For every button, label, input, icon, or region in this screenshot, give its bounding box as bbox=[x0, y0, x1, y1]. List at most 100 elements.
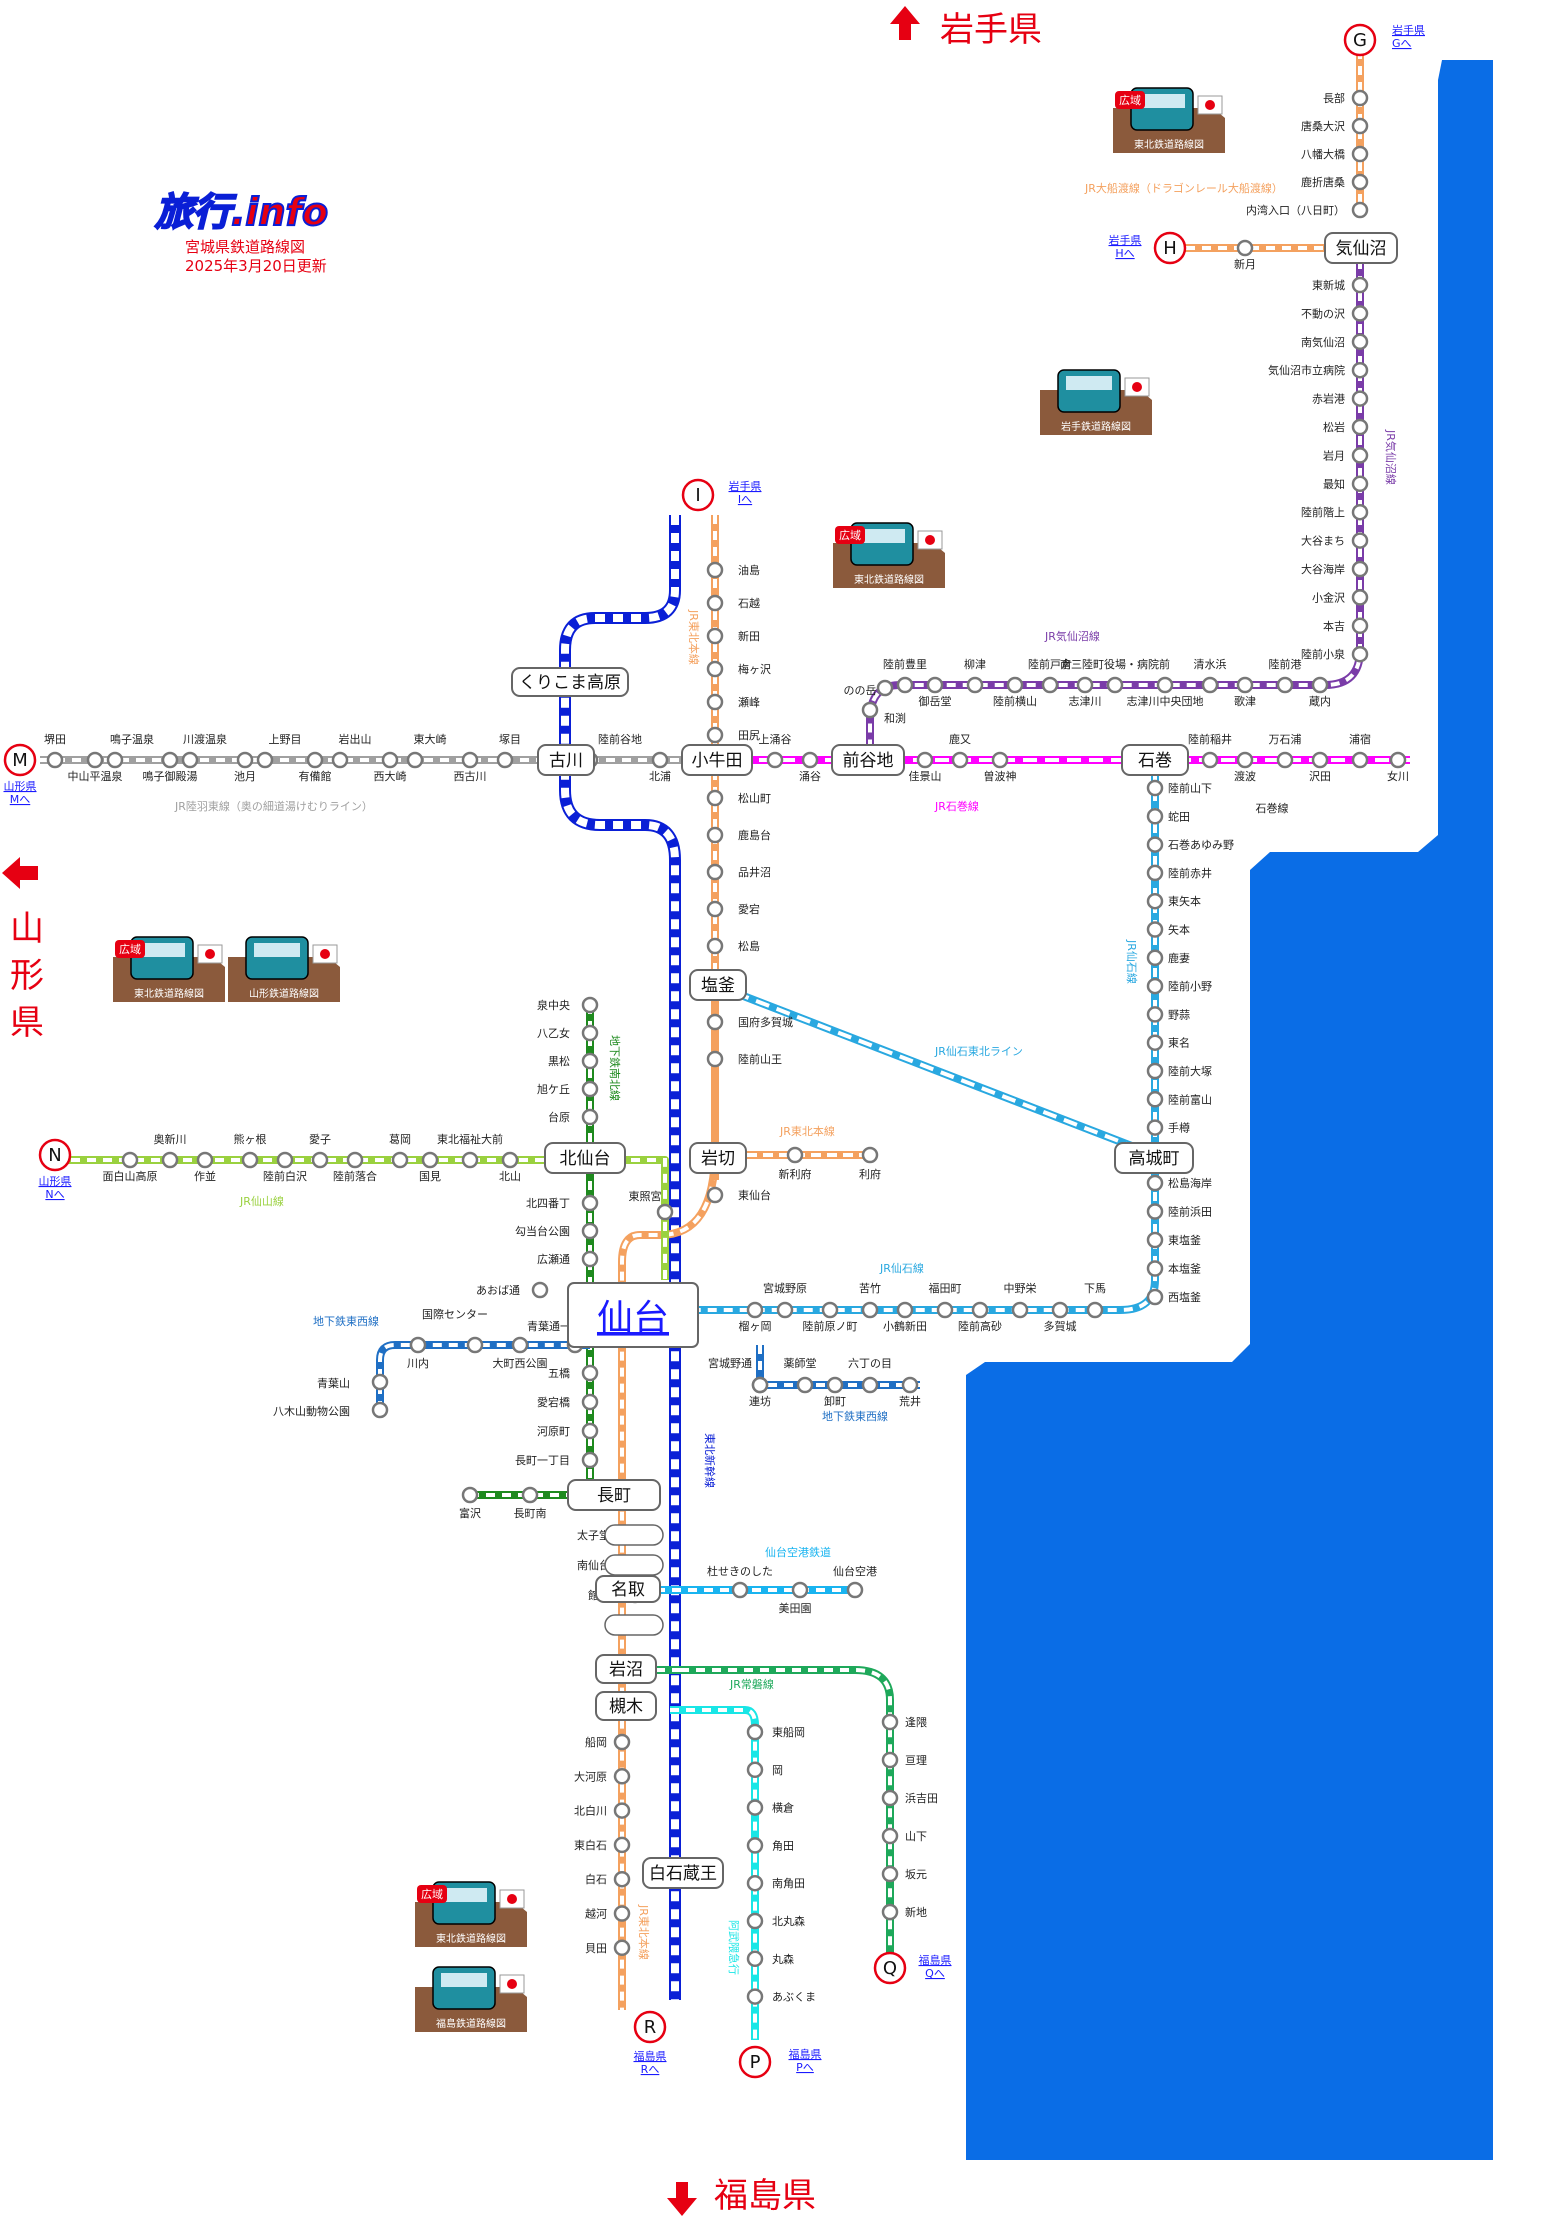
rikuu-b-st-1[interactable] bbox=[86, 751, 104, 769]
tozai-eb-st-2[interactable] bbox=[826, 1376, 844, 1394]
kesennuma-e-st-9[interactable] bbox=[1351, 503, 1369, 521]
banner-iwate[interactable]: 岩手鉄道路線図 bbox=[1040, 369, 1152, 435]
senseki-wt-st-2[interactable] bbox=[861, 1301, 879, 1319]
airport-st-3[interactable] bbox=[846, 1581, 864, 1599]
exit-to-link[interactable]: Mへ bbox=[10, 793, 31, 806]
namboku-s-st-3[interactable] bbox=[581, 1422, 599, 1440]
senseki-s-st-4[interactable] bbox=[1146, 1260, 1164, 1277]
kesennuma-t-st-3[interactable] bbox=[1041, 676, 1059, 694]
exit-to-link[interactable]: Hへ bbox=[1115, 247, 1134, 260]
ishi-b-st-1[interactable] bbox=[801, 751, 819, 769]
tohoku-n-st-4[interactable] bbox=[706, 660, 724, 678]
abukuma-st-4[interactable] bbox=[746, 1837, 764, 1854]
kesennuma-e-st-5[interactable] bbox=[1351, 390, 1369, 407]
tozai-et-st-3[interactable] bbox=[861, 1376, 879, 1394]
abukuma-st-2[interactable] bbox=[746, 1761, 764, 1779]
kesennuma-e-st-12[interactable] bbox=[1351, 589, 1369, 606]
namboku-n-st-4[interactable] bbox=[581, 1080, 599, 1098]
kesennuma-t-st-1[interactable] bbox=[896, 676, 914, 694]
namboku-n-st-2[interactable] bbox=[581, 1024, 599, 1042]
joban-st-2[interactable] bbox=[881, 1751, 899, 1769]
joban-st-5[interactable] bbox=[881, 1865, 899, 1883]
senseki-n-st-11[interactable] bbox=[1146, 1062, 1164, 1080]
namboku-s-st-2[interactable] bbox=[581, 1393, 599, 1411]
tohoku-n-st-5[interactable] bbox=[706, 693, 724, 711]
rikuu-b-st-5[interactable] bbox=[381, 751, 399, 769]
ishi-eb-st-1[interactable] bbox=[1236, 751, 1254, 769]
senzan-tsh-st-1[interactable] bbox=[656, 1203, 674, 1221]
airport-st-1[interactable] bbox=[731, 1581, 749, 1599]
kesennuma-t-st-6[interactable] bbox=[1276, 676, 1294, 694]
station-iwakiri[interactable]: 岩切 bbox=[689, 1142, 747, 1174]
joban-st-1[interactable] bbox=[881, 1713, 899, 1731]
senseki-n-st-6[interactable] bbox=[1146, 921, 1164, 938]
senzan-b-st-1[interactable] bbox=[121, 1151, 139, 1169]
ofunato-st-2[interactable] bbox=[1351, 117, 1369, 135]
rikuu-b-st-7[interactable] bbox=[651, 751, 669, 769]
tohoku-n-st-6[interactable] bbox=[706, 726, 724, 744]
senseki-wb-st-5[interactable] bbox=[1051, 1301, 1069, 1319]
tohoku-n-st-3[interactable] bbox=[706, 627, 724, 645]
sendai-label[interactable]: 仙台 bbox=[597, 1298, 669, 1339]
ishi-t-st-1[interactable] bbox=[766, 751, 784, 769]
senseki-wt-st-1[interactable] bbox=[776, 1301, 794, 1319]
tohoku-m-st-2[interactable] bbox=[706, 826, 724, 844]
airport-st-2[interactable] bbox=[791, 1581, 809, 1599]
joban-st-3[interactable] bbox=[881, 1789, 899, 1807]
senseki-n-st-3[interactable] bbox=[1146, 836, 1164, 853]
kesennuma-w-st-1[interactable] bbox=[876, 679, 894, 697]
ofunato-w-st-1[interactable] bbox=[1236, 239, 1254, 257]
senseki-wb-st-2[interactable] bbox=[821, 1301, 839, 1319]
tohoku-so2-st-1[interactable] bbox=[613, 1733, 631, 1751]
rikuu-t-st-7[interactable] bbox=[496, 751, 514, 769]
rikuu-b-st-4[interactable] bbox=[306, 751, 324, 769]
ishi-et-st-2[interactable] bbox=[1276, 751, 1294, 769]
senseki-wb-st-1[interactable] bbox=[746, 1301, 764, 1319]
senzan-b-st-6[interactable] bbox=[501, 1151, 519, 1169]
senseki-n-st-9[interactable] bbox=[1146, 1006, 1164, 1023]
tohoku-so2-st-2[interactable] bbox=[613, 1768, 631, 1785]
kesennuma-e-st-11[interactable] bbox=[1351, 560, 1369, 578]
exit-pref-link[interactable]: 福島県 bbox=[919, 1953, 952, 1967]
station-kurikoma[interactable]: くりこま高原 bbox=[511, 667, 629, 697]
exit-to-link[interactable]: Nへ bbox=[45, 1188, 64, 1201]
kesennuma-b-st-5[interactable] bbox=[1236, 676, 1254, 694]
namboku-n-st-1[interactable] bbox=[581, 996, 599, 1014]
namboku-n-st-3[interactable] bbox=[581, 1052, 599, 1070]
rikuu-b-st-2[interactable] bbox=[161, 751, 179, 769]
exit-to-link[interactable]: Rへ bbox=[641, 2063, 660, 2076]
exit-to-link[interactable]: Pへ bbox=[796, 2061, 814, 2074]
exit-to-link[interactable]: Iへ bbox=[738, 493, 752, 506]
senseki-wt-st-5[interactable] bbox=[1086, 1301, 1104, 1319]
abukuma-st-7[interactable] bbox=[746, 1950, 764, 1968]
rikuu-t-st-3[interactable] bbox=[181, 751, 199, 769]
ofunato-st-5[interactable] bbox=[1351, 201, 1369, 219]
ishi-b-st-2[interactable] bbox=[916, 751, 934, 769]
tohoku-i-st-1[interactable] bbox=[786, 1146, 804, 1164]
tohoku-t-st-1[interactable] bbox=[706, 1186, 724, 1204]
station-sendai[interactable]: 仙台 bbox=[567, 1282, 699, 1348]
kesennuma-e-st-1[interactable] bbox=[1351, 276, 1369, 294]
tohoku-i-st-2[interactable] bbox=[861, 1146, 879, 1164]
tozai-eb-st-1[interactable] bbox=[751, 1376, 769, 1394]
kesennuma-e-st-6[interactable] bbox=[1351, 418, 1369, 436]
station-shiogama[interactable]: 塩釜 bbox=[689, 969, 747, 1001]
ishi-et-st-3[interactable] bbox=[1351, 751, 1369, 769]
site-logo[interactable]: 旅行.info 宮城県鉄道路線図 2025年3月20日更新 bbox=[153, 189, 329, 275]
namboku-s-st-1[interactable] bbox=[581, 1364, 599, 1382]
exit-pref-link[interactable]: 山形県 bbox=[39, 1175, 72, 1188]
kesennuma-b-st-2[interactable] bbox=[1006, 676, 1024, 694]
station-kogota[interactable]: 小牛田 bbox=[681, 744, 753, 776]
senzan-t-st-5[interactable] bbox=[461, 1151, 479, 1169]
tozai-eb-st-3[interactable] bbox=[901, 1376, 919, 1394]
tohoku-so2-st-5[interactable] bbox=[613, 1870, 631, 1888]
station-furukawa[interactable]: 古川 bbox=[537, 744, 595, 776]
tozai-w-st-4[interactable] bbox=[466, 1336, 484, 1354]
kesennuma-e-st-10[interactable] bbox=[1351, 532, 1369, 549]
senseki-wt-st-3[interactable] bbox=[936, 1301, 954, 1319]
